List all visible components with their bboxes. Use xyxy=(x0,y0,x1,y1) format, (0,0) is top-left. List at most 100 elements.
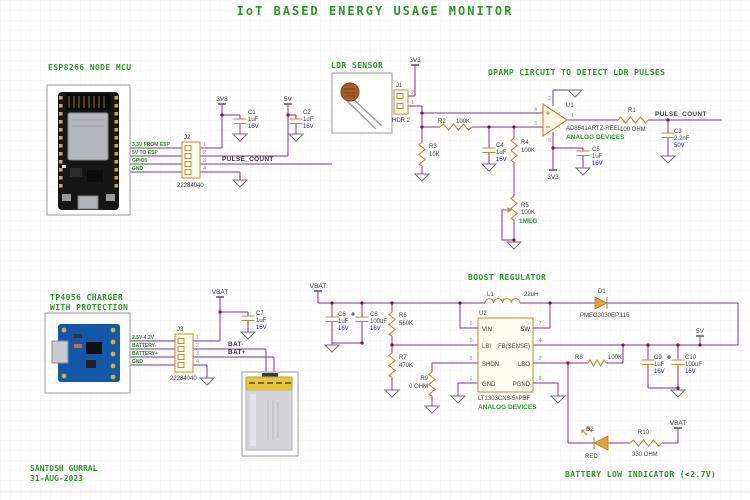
j3-part-number: 22284040 xyxy=(170,376,197,382)
resistor-r9-symbol xyxy=(428,371,436,397)
led-d2-symbol xyxy=(581,426,609,451)
r8-value: 100K xyxy=(608,355,622,361)
c4-voltage: 16V xyxy=(496,157,507,163)
r7-value: 470K xyxy=(399,363,413,369)
potentiometer-r5-symbol xyxy=(506,195,518,221)
r6-designator: R6 xyxy=(399,313,407,319)
resistor-r1-symbol xyxy=(617,116,649,124)
u2-pin-name-sw: SW xyxy=(520,327,530,333)
diode-d1-symbol xyxy=(594,296,608,310)
d1-part: PMEG3030EP,115 xyxy=(580,313,630,319)
ground-symbols xyxy=(198,89,687,414)
u2-pin-name-lbi: LBI xyxy=(482,344,491,350)
c5-designator: C5 xyxy=(592,147,600,153)
esp-section-title: ESP8266 NODE MCU xyxy=(48,63,131,72)
u1-pin-inp: 4 xyxy=(534,107,537,113)
c4-value: 1uF xyxy=(496,150,507,156)
r3-designator: R3 xyxy=(429,144,437,150)
c2-voltage: 16V xyxy=(303,124,314,130)
u2-pin-num-5: 5 xyxy=(469,338,472,344)
c10-designator: C10 xyxy=(685,355,697,361)
c10-voltage: 16V xyxy=(685,369,696,375)
indicator-section-title: BATTERY LOW INDICATOR (<2.7V) xyxy=(565,470,716,479)
u1-part: AD8541ARTZ-REEL xyxy=(566,126,622,132)
r4-designator: R4 xyxy=(521,140,529,146)
esp32-board-photo xyxy=(46,84,131,216)
wire-net-boost xyxy=(317,291,739,406)
c6-designator: C6 xyxy=(338,312,346,318)
capacitor-c5-symbol xyxy=(576,150,590,157)
j2-part-number: 22284040 xyxy=(177,183,204,189)
j3-wire-label-3: BATTERY+ xyxy=(132,351,158,357)
c5-value: 1uF xyxy=(592,154,603,160)
c8-value: 100uF xyxy=(370,319,387,325)
wire-net-charger xyxy=(130,297,275,378)
u1-pin-vpos: 5 xyxy=(548,138,551,144)
l1-designator: L1 xyxy=(487,292,494,298)
j2-wire-label-4: GND xyxy=(132,166,144,172)
l1-value: 22uH xyxy=(524,292,538,298)
u2-part: LT1303CN8-5#PBF xyxy=(478,396,531,402)
u2-pin-name-vin: VIN xyxy=(482,327,492,333)
j3-pin-1: 1 xyxy=(196,335,199,341)
u2-pin-num-4: 4 xyxy=(538,338,541,344)
net-bat-minus: BAT- xyxy=(228,341,244,348)
r5-value: 100K xyxy=(521,210,535,216)
r1-designator: R1 xyxy=(628,108,636,114)
j2-wire-label-2: 5V TO ESP xyxy=(132,150,158,156)
r7-designator: R7 xyxy=(399,355,407,361)
j2-wire-label-3: GPIO5 xyxy=(132,158,148,164)
boost-section-title: BOOST REGULATOR xyxy=(468,273,546,282)
wire-net-esp xyxy=(130,104,332,180)
c9-voltage: 16V xyxy=(654,369,665,375)
opamp-net-pulse-count: PULSE_COUNT xyxy=(655,111,707,118)
c5-voltage: 16V xyxy=(592,161,603,167)
r5-designator: R5 xyxy=(521,203,529,209)
capacitor-c8-symbol xyxy=(351,312,369,323)
wire-net-indicator xyxy=(567,363,679,444)
c9-designator: C9 xyxy=(654,355,662,361)
u2-pin-num-3: 3 xyxy=(469,356,472,362)
r1-value: 100 OHM xyxy=(620,127,646,133)
u2-pin-name-pgnd: PGND xyxy=(513,382,531,388)
c9-value: 1uF xyxy=(654,362,665,368)
j3-wire-label-2: BATTERY- xyxy=(132,343,157,349)
esp-net-pulse-count: PULSE_COUNT xyxy=(222,156,274,163)
boost-rail-5v: 5V xyxy=(696,328,705,335)
c6-value: 1uF xyxy=(338,319,349,325)
c3-voltage: 50V xyxy=(674,143,685,149)
u2-pin-num-1: 1 xyxy=(469,376,472,382)
d2-color: RED xyxy=(585,454,598,460)
ldr-section-title: LDR SENSOR xyxy=(331,61,383,70)
indicator-rail-vbat: VBAT xyxy=(670,420,687,427)
resistor-r7-symbol xyxy=(388,352,396,378)
ldr-rail-3v3: 3V3 xyxy=(409,57,421,64)
j2-pin-4: 4 xyxy=(203,166,206,172)
footer-date: 31-AUG-2023 xyxy=(30,474,83,483)
c6-voltage: 16V xyxy=(338,326,349,332)
capacitor-c7-symbol xyxy=(241,315,255,322)
c7-value: 1uF xyxy=(256,318,267,324)
esp-rail-5v: 5V xyxy=(284,96,293,103)
wire-net-ldr xyxy=(408,65,543,174)
r5-note-1meg: 1MEG xyxy=(519,218,537,225)
c8-designator: C8 xyxy=(370,312,378,318)
page-title: IoT BASED ENERGY USAGE MONITOR xyxy=(237,4,514,18)
charger-rail-vbat: VBAT xyxy=(212,289,229,296)
connector-j2 xyxy=(181,141,201,179)
c1-voltage: 16V xyxy=(248,124,259,130)
j1-part: HDR 2 xyxy=(392,118,411,124)
net-bat-plus: BAT+ xyxy=(228,349,246,356)
j2-pin-1: 1 xyxy=(203,142,206,148)
c2-value: 1uF xyxy=(303,117,314,123)
u2-pin-num-6: 6 xyxy=(469,321,472,327)
u2-pin-name-shdn: SHDN xyxy=(482,362,499,368)
c2-designator: C2 xyxy=(303,110,311,116)
r2-value: 100K xyxy=(456,119,470,125)
tp4056-module-photo xyxy=(44,312,131,394)
r6-value: 560K xyxy=(399,321,413,327)
j2-pin-2: 2 xyxy=(203,150,206,156)
capacitor-c2-symbol xyxy=(289,118,303,125)
r9-designator: R9 xyxy=(420,376,428,382)
